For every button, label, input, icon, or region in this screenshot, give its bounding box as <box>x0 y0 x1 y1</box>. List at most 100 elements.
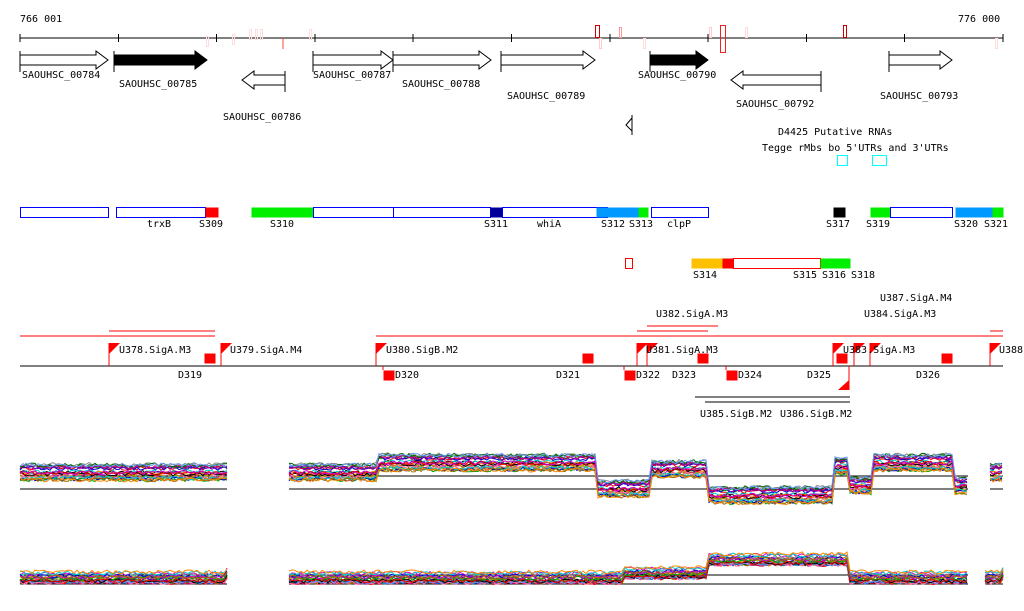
site-mark <box>599 38 602 49</box>
expression-trace <box>288 452 968 491</box>
site-mark <box>995 38 998 49</box>
gene-label[interactable]: SAOUHSC_00784 <box>22 70 101 81</box>
segment-block <box>722 258 734 269</box>
segment-block <box>502 207 608 218</box>
gene-arrow <box>888 50 953 70</box>
gene-label[interactable]: SAOUHSC_00792 <box>736 99 815 110</box>
segment-block <box>490 207 503 218</box>
segment-label: S312 <box>601 219 626 230</box>
promoter-label[interactable]: D319 <box>178 370 203 381</box>
terminator-block-icon <box>836 353 848 364</box>
gene-arrow <box>312 50 394 70</box>
gene-arrow <box>500 50 596 70</box>
promoter-label[interactable]: U381.SigA.M3 <box>646 345 719 356</box>
site-mark <box>643 38 646 49</box>
expression-trace <box>288 561 968 585</box>
promoter-flag-icon <box>637 343 648 354</box>
promoter-label[interactable]: D325 <box>807 370 832 381</box>
segment-label: whiA <box>537 219 562 230</box>
promoter-label[interactable]: U387.SigA.M4 <box>880 293 953 304</box>
terminator-block-icon <box>582 353 594 364</box>
promoter-label[interactable]: D323 <box>672 370 697 381</box>
gene-label[interactable]: SAOUHSC_00786 <box>223 112 302 123</box>
segment-block <box>651 207 709 218</box>
expression-trace <box>989 478 1003 483</box>
expression-trace <box>19 469 228 476</box>
promoter-label[interactable]: U383.SigA.M3 <box>843 345 916 356</box>
expression-trace <box>19 577 228 584</box>
expression-trace <box>19 462 228 468</box>
site-mark <box>745 27 748 38</box>
annotation-label: D4425 Putative RNAs <box>778 127 893 138</box>
segment-block <box>116 207 206 218</box>
segment-block <box>955 207 993 218</box>
promoter-label[interactable]: D326 <box>916 370 941 381</box>
terminator-block-icon <box>941 353 953 364</box>
segment-block <box>20 207 109 218</box>
segment-label: S319 <box>866 219 891 230</box>
segment-label: S320 <box>954 219 979 230</box>
promoter-label[interactable]: U379.SigA.M4 <box>230 345 303 356</box>
promoter-flag-icon <box>647 343 658 354</box>
promoter-label[interactable]: U382.SigA.M3 <box>656 309 729 320</box>
gene-label[interactable]: SAOUHSC_00789 <box>507 91 586 102</box>
gene-arrow <box>241 70 286 90</box>
segment-block <box>625 258 633 269</box>
expression-trace <box>288 551 968 575</box>
site-mark <box>843 25 847 38</box>
promoter-flag-icon <box>854 343 865 354</box>
promoter-flag-icon <box>109 343 120 354</box>
site-mark <box>232 34 235 45</box>
promoter-label[interactable]: D324 <box>738 370 763 381</box>
gene-arrow <box>730 70 822 90</box>
site-mark <box>206 36 209 47</box>
segment-label: S317 <box>826 219 851 230</box>
expression-trace <box>288 467 968 506</box>
site-mark <box>709 27 712 38</box>
promoter-label[interactable]: D320 <box>395 370 420 381</box>
promoter-flag-icon <box>990 343 1001 354</box>
gene-label[interactable]: SAOUHSC_00793 <box>880 91 959 102</box>
site-mark <box>255 29 258 40</box>
utr-box <box>872 155 887 166</box>
segment-label: S309 <box>199 219 224 230</box>
segment-label: S318 <box>851 270 876 281</box>
segment-block <box>870 207 891 218</box>
promoter-flag-icon <box>833 343 844 354</box>
segment-label: S311 <box>484 219 509 230</box>
gene-label[interactable]: SAOUHSC_00788 <box>402 79 481 90</box>
gene-arrow <box>649 50 709 70</box>
expression-trace <box>289 452 968 491</box>
segment-block <box>205 207 219 218</box>
segment-label: S321 <box>984 219 1009 230</box>
gene-label[interactable]: SAOUHSC_00785 <box>119 79 198 90</box>
segment-label: S310 <box>270 219 295 230</box>
gene-label[interactable]: SAOUHSC_00790 <box>638 70 717 81</box>
expression-trace <box>989 464 1003 470</box>
segment-block <box>393 207 491 218</box>
promoter-label[interactable]: U385.SigB.M2 <box>700 409 773 420</box>
gene-arrow <box>392 50 492 70</box>
gene-label[interactable]: SAOUHSC_00787 <box>313 70 392 81</box>
expression-trace <box>984 576 1004 584</box>
site-mark <box>720 25 726 53</box>
site-mark <box>309 29 312 40</box>
annotation-label: Tegge rMbs bo 5'UTRs and 3'UTRs <box>762 143 949 154</box>
promoter-label[interactable]: U386.SigB.M2 <box>780 409 853 420</box>
promoter-label[interactable]: U388 <box>999 345 1024 356</box>
expression-trace <box>984 570 1004 579</box>
segment-block <box>691 258 723 269</box>
segment-label: S316 <box>822 270 847 281</box>
promoter-label[interactable]: U380.SigB.M2 <box>386 345 459 356</box>
small-reverse-feature <box>625 116 633 133</box>
segment-block <box>890 207 953 218</box>
gene-arrow <box>113 50 208 70</box>
utr-box <box>837 155 848 166</box>
site-mark <box>619 27 622 38</box>
promoter-label[interactable]: U384.SigA.M3 <box>864 309 937 320</box>
promoter-label[interactable]: U378.SigA.M3 <box>119 345 192 356</box>
promoter-label[interactable]: D321 <box>556 370 581 381</box>
promoter-label[interactable]: D322 <box>636 370 661 381</box>
segment-block <box>638 207 649 218</box>
